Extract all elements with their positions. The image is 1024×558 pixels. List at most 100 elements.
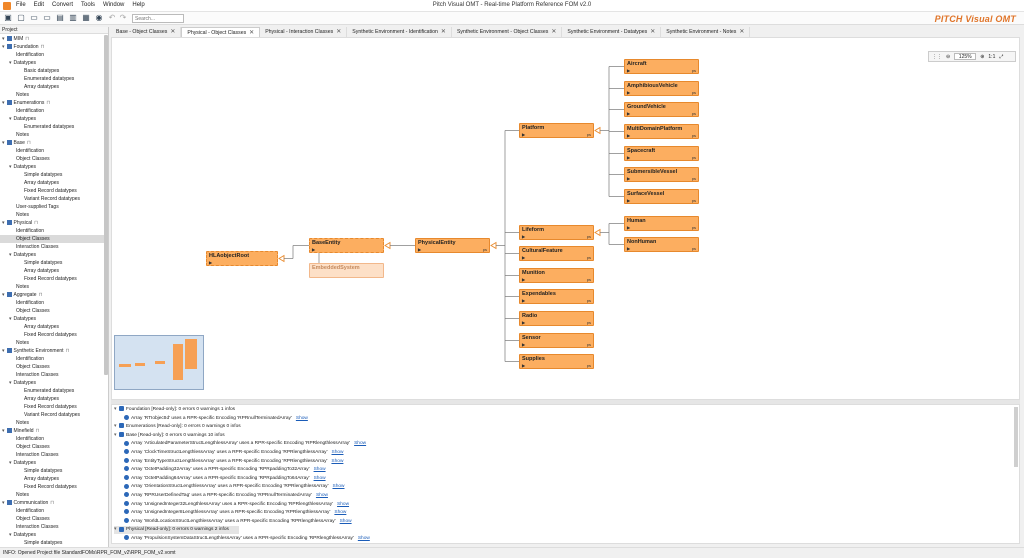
show-link[interactable]: Show xyxy=(313,475,326,481)
class-node-hlaobjectroot[interactable]: HLAobjectRoot▶ xyxy=(206,251,278,266)
tree-item[interactable]: Array datatypes xyxy=(0,179,104,187)
tree-item[interactable]: Interaction Classes xyxy=(0,523,104,531)
close-tab-icon[interactable]: ✕ xyxy=(170,29,176,35)
open-folder-icon[interactable]: ▭ xyxy=(30,13,38,22)
menu-convert[interactable]: Convert xyxy=(52,2,74,8)
tab-5[interactable]: Synthetic Environment - Datatypes✕ xyxy=(562,27,662,37)
show-link[interactable]: Show xyxy=(331,450,344,455)
close-tab-icon[interactable]: ✕ xyxy=(249,29,255,36)
expand-toggle-icon[interactable]: ▾ xyxy=(114,407,117,412)
tree-item[interactable]: Notes xyxy=(0,491,104,499)
tab-6[interactable]: Synthetic Environment - Notes✕ xyxy=(661,27,751,37)
expand-arrow-icon[interactable]: ▶ xyxy=(312,247,316,252)
tree-item[interactable]: ▾Datatypes xyxy=(0,315,104,323)
show-link[interactable]: Show xyxy=(315,493,328,498)
class-node-munition[interactable]: Munition▶ps xyxy=(519,268,594,283)
menu-tools[interactable]: Tools xyxy=(81,2,96,8)
tree-item[interactable]: Identification xyxy=(0,51,104,59)
close-tab-icon[interactable]: ✕ xyxy=(739,29,745,35)
tree-item[interactable]: Simple datatypes xyxy=(0,539,104,547)
show-link[interactable]: Show xyxy=(332,484,345,490)
expand-arrow-icon[interactable]: ▶ xyxy=(627,133,631,138)
tree-item[interactable]: Interaction Classes xyxy=(0,451,104,459)
console-group[interactable]: ▾Foundation [Read-only]: 0 errors 0 warn… xyxy=(114,406,235,414)
console-message[interactable]: Array 'RPRUserDefinedTag' uses a RPR-spe… xyxy=(124,492,328,500)
layout-icon[interactable]: ▣ xyxy=(4,13,12,22)
class-node-baseentity[interactable]: BaseEntity▶ xyxy=(309,238,384,253)
tree-item[interactable]: ▾MIM⊓ xyxy=(0,35,104,43)
tree-item[interactable]: Notes xyxy=(0,283,104,291)
expand-toggle-icon[interactable]: ▾ xyxy=(2,44,5,50)
tree-item[interactable]: Fixed Record datatypes xyxy=(0,483,104,491)
tree-item[interactable]: Array datatypes xyxy=(0,83,104,91)
show-link[interactable]: Show xyxy=(339,518,352,524)
new-folder-icon[interactable]: ▭ xyxy=(43,13,51,22)
console-message[interactable]: Array 'PropulsionSystemDataStructLengthl… xyxy=(124,535,370,543)
class-node-expendables[interactable]: Expendables▶ps xyxy=(519,289,594,304)
tree-item[interactable]: ▾Datatypes xyxy=(0,459,104,467)
show-link[interactable]: Show xyxy=(357,536,370,541)
expand-toggle-icon[interactable]: ▾ xyxy=(2,292,5,298)
zoom-out-icon[interactable]: ⊖ xyxy=(946,53,951,60)
expand-toggle-icon[interactable]: ▾ xyxy=(9,380,12,386)
expand-arrow-icon[interactable]: ▶ xyxy=(627,111,631,116)
expand-arrow-icon[interactable]: ▶ xyxy=(522,234,526,239)
expand-toggle-icon[interactable]: ▾ xyxy=(2,500,5,506)
tree-item[interactable]: Variant Record datatypes xyxy=(0,195,104,203)
tree-item[interactable]: Fixed Record datatypes xyxy=(0,403,104,411)
tree-item[interactable]: Enumerated datatypes xyxy=(0,387,104,395)
tree-item[interactable]: Object Classes xyxy=(0,155,104,163)
tree-item[interactable]: Variant Record datatypes xyxy=(0,411,104,419)
console-message[interactable]: Array 'OrientationStructLengthlessArray'… xyxy=(124,483,345,491)
expand-arrow-icon[interactable]: ▶ xyxy=(627,198,631,203)
console-scrollbar[interactable] xyxy=(1014,407,1018,467)
tree-item[interactable]: Notes xyxy=(0,131,104,139)
tree-item[interactable]: Simple datatypes xyxy=(0,259,104,267)
expand-toggle-icon[interactable]: ▾ xyxy=(9,116,12,122)
expand-arrow-icon[interactable]: ▶ xyxy=(522,320,526,325)
console-message[interactable]: Array 'UnsignedInteger8LengthlessArray' … xyxy=(124,509,346,517)
tree-item[interactable]: ▾Datatypes xyxy=(0,59,104,67)
expand-toggle-icon[interactable]: ▾ xyxy=(2,140,5,146)
tree-item[interactable]: Identification xyxy=(0,107,104,115)
expand-arrow-icon[interactable]: ▶ xyxy=(627,246,631,251)
tree-item[interactable]: ▾Foundation⊓ xyxy=(0,43,104,51)
menu-window[interactable]: Window xyxy=(103,2,125,8)
class-node-embeddedsystem[interactable]: EmbeddedSystem xyxy=(309,263,384,278)
tree-item[interactable]: Interaction Classes xyxy=(0,243,104,251)
zoom-in-icon[interactable]: ⊕ xyxy=(980,53,985,60)
tree-item[interactable]: Array datatypes xyxy=(0,323,104,331)
tree-item[interactable]: Fixed Record datatypes xyxy=(0,187,104,195)
expand-toggle-icon[interactable]: ▾ xyxy=(9,252,12,258)
save-icon[interactable]: ▤ xyxy=(56,13,64,22)
tree-item[interactable]: Object Classes xyxy=(0,235,104,243)
tree-item[interactable]: Notes xyxy=(0,91,104,99)
console-message[interactable]: Array 'EntityTypeStructLengthlessArray' … xyxy=(124,457,343,466)
tree-item[interactable]: Object Classes xyxy=(0,443,104,451)
class-node-multidomainplatform[interactable]: MultiDomainPlatform▶ps xyxy=(624,124,699,139)
close-tab-icon[interactable]: ✕ xyxy=(551,29,557,35)
menu-edit[interactable]: Edit xyxy=(33,2,45,8)
class-node-lifeform[interactable]: Lifeform▶ps xyxy=(519,225,594,240)
expand-arrow-icon[interactable]: ▶ xyxy=(522,255,526,260)
tree-item[interactable]: Object Classes xyxy=(0,363,104,371)
tree-item[interactable]: ▾Datatypes xyxy=(0,115,104,123)
tree-item[interactable]: Array datatypes xyxy=(0,267,104,275)
expand-toggle-icon[interactable]: ▾ xyxy=(2,220,5,226)
eye-icon[interactable]: ◉ xyxy=(95,13,103,22)
tree-item[interactable]: Notes xyxy=(0,339,104,347)
class-node-culturalfeature[interactable]: CulturalFeature▶ps xyxy=(519,246,594,261)
redo-icon[interactable]: ↷ xyxy=(119,13,127,22)
show-link[interactable]: Show xyxy=(295,415,308,421)
close-tab-icon[interactable]: ✕ xyxy=(440,29,446,35)
tree-item[interactable]: ▾Synthetic Environment⊓ xyxy=(0,347,104,355)
console-message[interactable]: Array 'ClockTimeStructLengthlessArray' u… xyxy=(124,449,344,457)
tab-4[interactable]: Synthetic Environment - Object Classes✕ xyxy=(452,27,563,37)
tree-item[interactable]: Identification xyxy=(0,147,104,155)
class-node-nonhuman[interactable]: NonHuman▶ps xyxy=(624,237,699,252)
show-link[interactable]: Show xyxy=(334,510,347,516)
tree-item[interactable]: ▾Minefield⊓ xyxy=(0,427,104,435)
tree-item[interactable]: Enumerated datatypes xyxy=(0,123,104,131)
tree-item[interactable]: Fixed Record datatypes xyxy=(0,275,104,283)
tab-2[interactable]: Physical - Interaction Classes✕ xyxy=(260,27,348,37)
